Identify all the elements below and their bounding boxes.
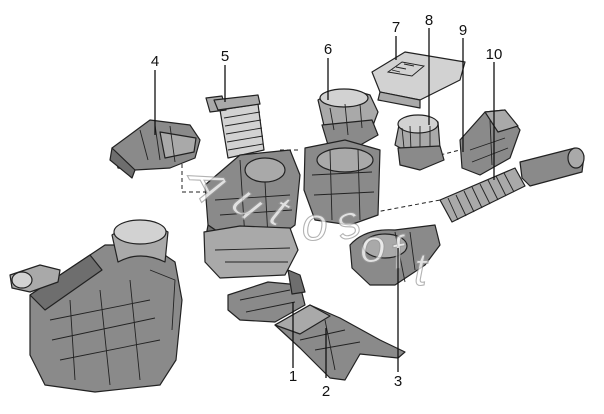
part-7-filter-cover [371,51,466,109]
callout-2: 2 [322,383,330,400]
callout-7: 7 [392,19,400,36]
part-8-blower-motor [394,114,445,171]
callout-8: 8 [425,12,433,29]
svg-text:o: o [302,198,328,250]
mixing-chamber [303,139,381,226]
callout-4: 4 [151,53,159,70]
callout-3: 3 [394,373,402,390]
part-10-corrugated-hose [439,167,526,223]
callout-1: 1 [289,368,297,385]
svg-text:o: o [360,220,386,272]
heater-housing-assembly [9,219,183,393]
center-flap-housing [203,149,301,279]
callout-9: 9 [459,22,467,39]
callout-labels: 1 2 3 4 5 6 7 8 9 10 [151,12,503,400]
part-9-air-duct [459,109,521,176]
part-6-duct-connector [317,88,379,149]
part-3-blower-housing [349,224,441,286]
leader-lines [154,28,495,378]
part-4-air-duct [109,119,201,179]
autosoft-watermark: A u t o s o f t [178,155,430,296]
part-5-heater-core [205,94,265,159]
part-1-bracket [227,269,306,323]
extension-duct [519,147,585,187]
callout-10: 10 [486,46,503,63]
callout-6: 6 [324,41,332,58]
svg-text:t: t [414,243,429,295]
callout-5: 5 [221,48,229,65]
